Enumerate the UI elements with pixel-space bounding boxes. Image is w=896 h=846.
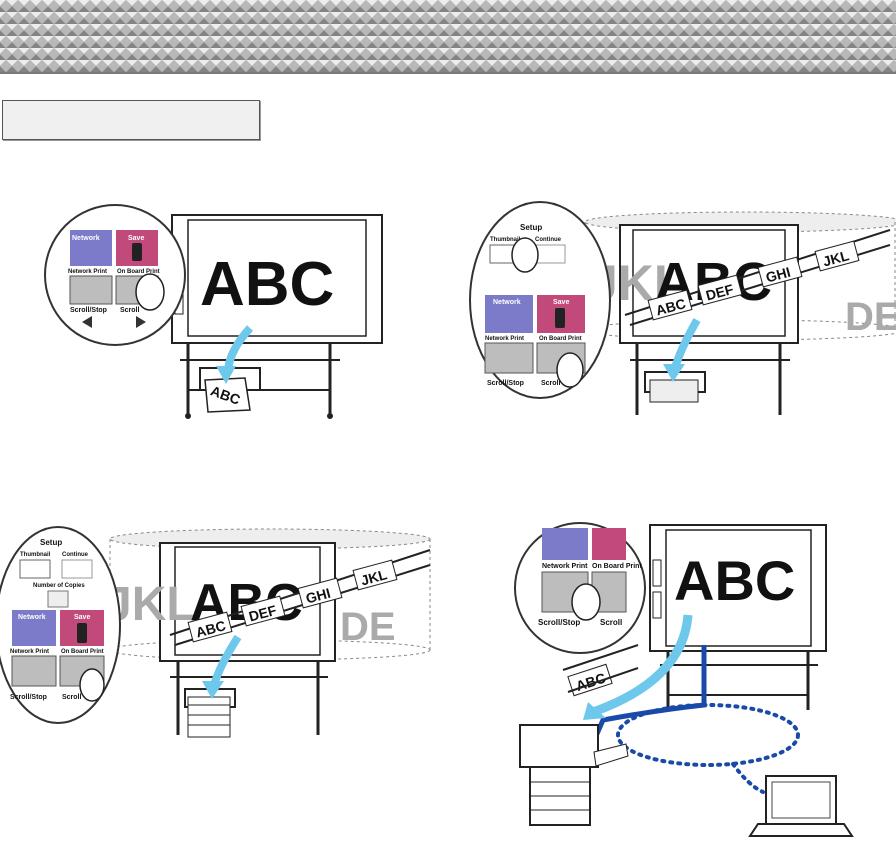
panel-network-print: ABC ABC Network Print On Board Print Scr… <box>514 522 854 837</box>
on-board-print-label: On Board Print <box>539 336 582 342</box>
network-label: Network <box>72 235 100 242</box>
network-print-label: Network Print <box>542 563 588 570</box>
bg-letters-right: DE <box>845 295 896 339</box>
printout <box>649 379 699 403</box>
page-labels: ABC DEF GHI JKL <box>187 559 398 643</box>
board-main-text: ABC <box>200 250 334 319</box>
network-cloud <box>616 703 800 767</box>
board-main-text: ABC <box>674 549 795 612</box>
scroll-left-icon[interactable] <box>82 316 92 328</box>
printout-stack <box>187 696 231 738</box>
scroll-right-icon[interactable] <box>136 316 146 328</box>
network-label: Network <box>493 299 521 306</box>
svg-text:ABC: ABC <box>654 295 687 318</box>
scroll-stop-label: Scroll/Stop <box>487 380 524 387</box>
save-label: Save <box>74 614 90 621</box>
network-tile[interactable] <box>542 528 588 560</box>
network-printer-icon <box>519 724 629 826</box>
laptop-icon <box>748 775 854 837</box>
printout <box>204 377 251 413</box>
section-label-box <box>2 100 260 140</box>
continue-button[interactable] <box>534 244 566 264</box>
hand-pointer-icon <box>556 352 584 388</box>
continue-button[interactable] <box>61 559 93 579</box>
network-print-button[interactable] <box>11 655 57 687</box>
page-labels: ABC DEF GHI JKL <box>647 240 860 321</box>
scroll-stop-label: Scroll/Stop <box>70 307 107 314</box>
on-board-print-label: On Board Print <box>117 269 160 275</box>
setup-label: Setup <box>40 538 62 547</box>
thumbnail-label: Thumbnail <box>20 552 51 558</box>
scroll-label: Scroll <box>600 618 622 627</box>
hand-pointer-icon <box>79 668 105 702</box>
on-board-print-label: On Board Print <box>61 649 104 655</box>
continue-label: Continue <box>62 552 89 558</box>
svg-text:GHI: GHI <box>304 585 332 607</box>
board-surface <box>187 219 367 337</box>
network-print-label: Network Print <box>10 649 49 655</box>
svg-text:JKL: JKL <box>359 566 389 588</box>
panel-continue-print: JKL DE ABC ABC DEF GHI JKL Setup Thumbna… <box>0 526 431 738</box>
hand-pointer-icon-2 <box>511 237 539 273</box>
network-label: Network <box>18 614 46 621</box>
save-label: Save <box>128 235 144 242</box>
scroll-label: Scroll <box>62 694 82 701</box>
header-rule <box>0 72 896 74</box>
thumbnail-button[interactable] <box>19 559 51 579</box>
save-label: Save <box>553 299 569 306</box>
panel-scroll-print: JKL DE ABC ABC DEF GHI JKL Setup Thumbna… <box>469 201 896 415</box>
hand-pointer-icon <box>571 583 601 621</box>
svg-text:DEF: DEF <box>247 602 279 625</box>
network-print-button[interactable] <box>69 275 113 305</box>
control-zoom-circle <box>44 204 186 346</box>
print-arrow <box>591 614 693 717</box>
on-board-print-label: On Board Print <box>592 563 642 570</box>
hand-pointer-icon <box>135 273 165 311</box>
continue-label: Continue <box>535 237 562 243</box>
scroll-stop-label: Scroll/Stop <box>538 618 580 627</box>
scroll-stop-label: Scroll/Stop <box>10 694 47 701</box>
svg-text:DEF: DEF <box>704 281 736 304</box>
network-print-label: Network Print <box>485 336 524 342</box>
number-of-copies-label: Number of Copies <box>33 583 85 589</box>
network-print-button[interactable] <box>484 342 534 374</box>
scroll-label: Scroll <box>541 380 561 387</box>
network-tile[interactable] <box>12 610 56 646</box>
save-tile[interactable] <box>592 528 626 560</box>
network-tile[interactable] <box>70 230 112 266</box>
panel-board-print: ABC ABC Network Save Network Print On Bo… <box>44 204 383 419</box>
network-print-label: Network Print <box>68 269 107 275</box>
bg-letters-right: DE <box>340 605 396 649</box>
svg-text:JKL: JKL <box>821 247 851 269</box>
scroll-label: Scroll <box>120 307 140 314</box>
svg-text:ABC: ABC <box>194 617 227 640</box>
network-cable <box>593 645 707 738</box>
header-banner <box>0 0 896 72</box>
copies-button[interactable] <box>47 590 69 608</box>
setup-label: Setup <box>520 223 542 232</box>
svg-text:GHI: GHI <box>764 264 792 286</box>
thumbnail-label: Thumbnail <box>490 237 521 243</box>
network-tile[interactable] <box>485 295 533 333</box>
